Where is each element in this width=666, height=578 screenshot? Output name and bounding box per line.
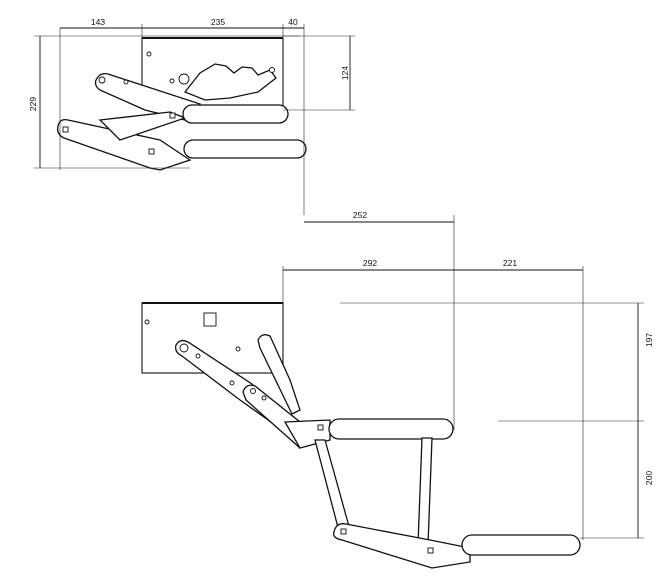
dim-top-height-total: 229 bbox=[28, 97, 38, 111]
dim-top-right: 40 bbox=[288, 17, 298, 27]
upper-tread-top bbox=[182, 104, 289, 124]
dim-top-middle: 235 bbox=[211, 17, 225, 27]
upper-tread-bottom bbox=[328, 418, 454, 440]
lower-arm-bottom bbox=[333, 523, 471, 569]
dim-top-left: 143 bbox=[91, 17, 105, 27]
dim-top-height-upper: 124 bbox=[340, 66, 350, 80]
lower-tread-bottom bbox=[461, 534, 581, 556]
dim-bottom-height-upper: 197 bbox=[644, 333, 654, 347]
unfolded-view: 292 221 197 200 bbox=[141, 258, 654, 569]
bracket-top bbox=[183, 63, 277, 101]
front-strut bbox=[314, 439, 351, 536]
dim-bottom-left: 292 bbox=[363, 258, 377, 268]
rear-strut bbox=[417, 437, 433, 546]
dim-extension: 252 bbox=[353, 210, 367, 220]
dim-bottom-height-lower: 200 bbox=[644, 471, 654, 485]
folded-view: 143 235 40 229 124 252 bbox=[28, 17, 455, 430]
lower-arm-top bbox=[56, 118, 192, 171]
connecting-link bbox=[257, 334, 301, 415]
dim-bottom-right: 221 bbox=[503, 258, 517, 268]
pivot-hole bbox=[178, 73, 190, 85]
lower-tread-top bbox=[183, 139, 307, 159]
